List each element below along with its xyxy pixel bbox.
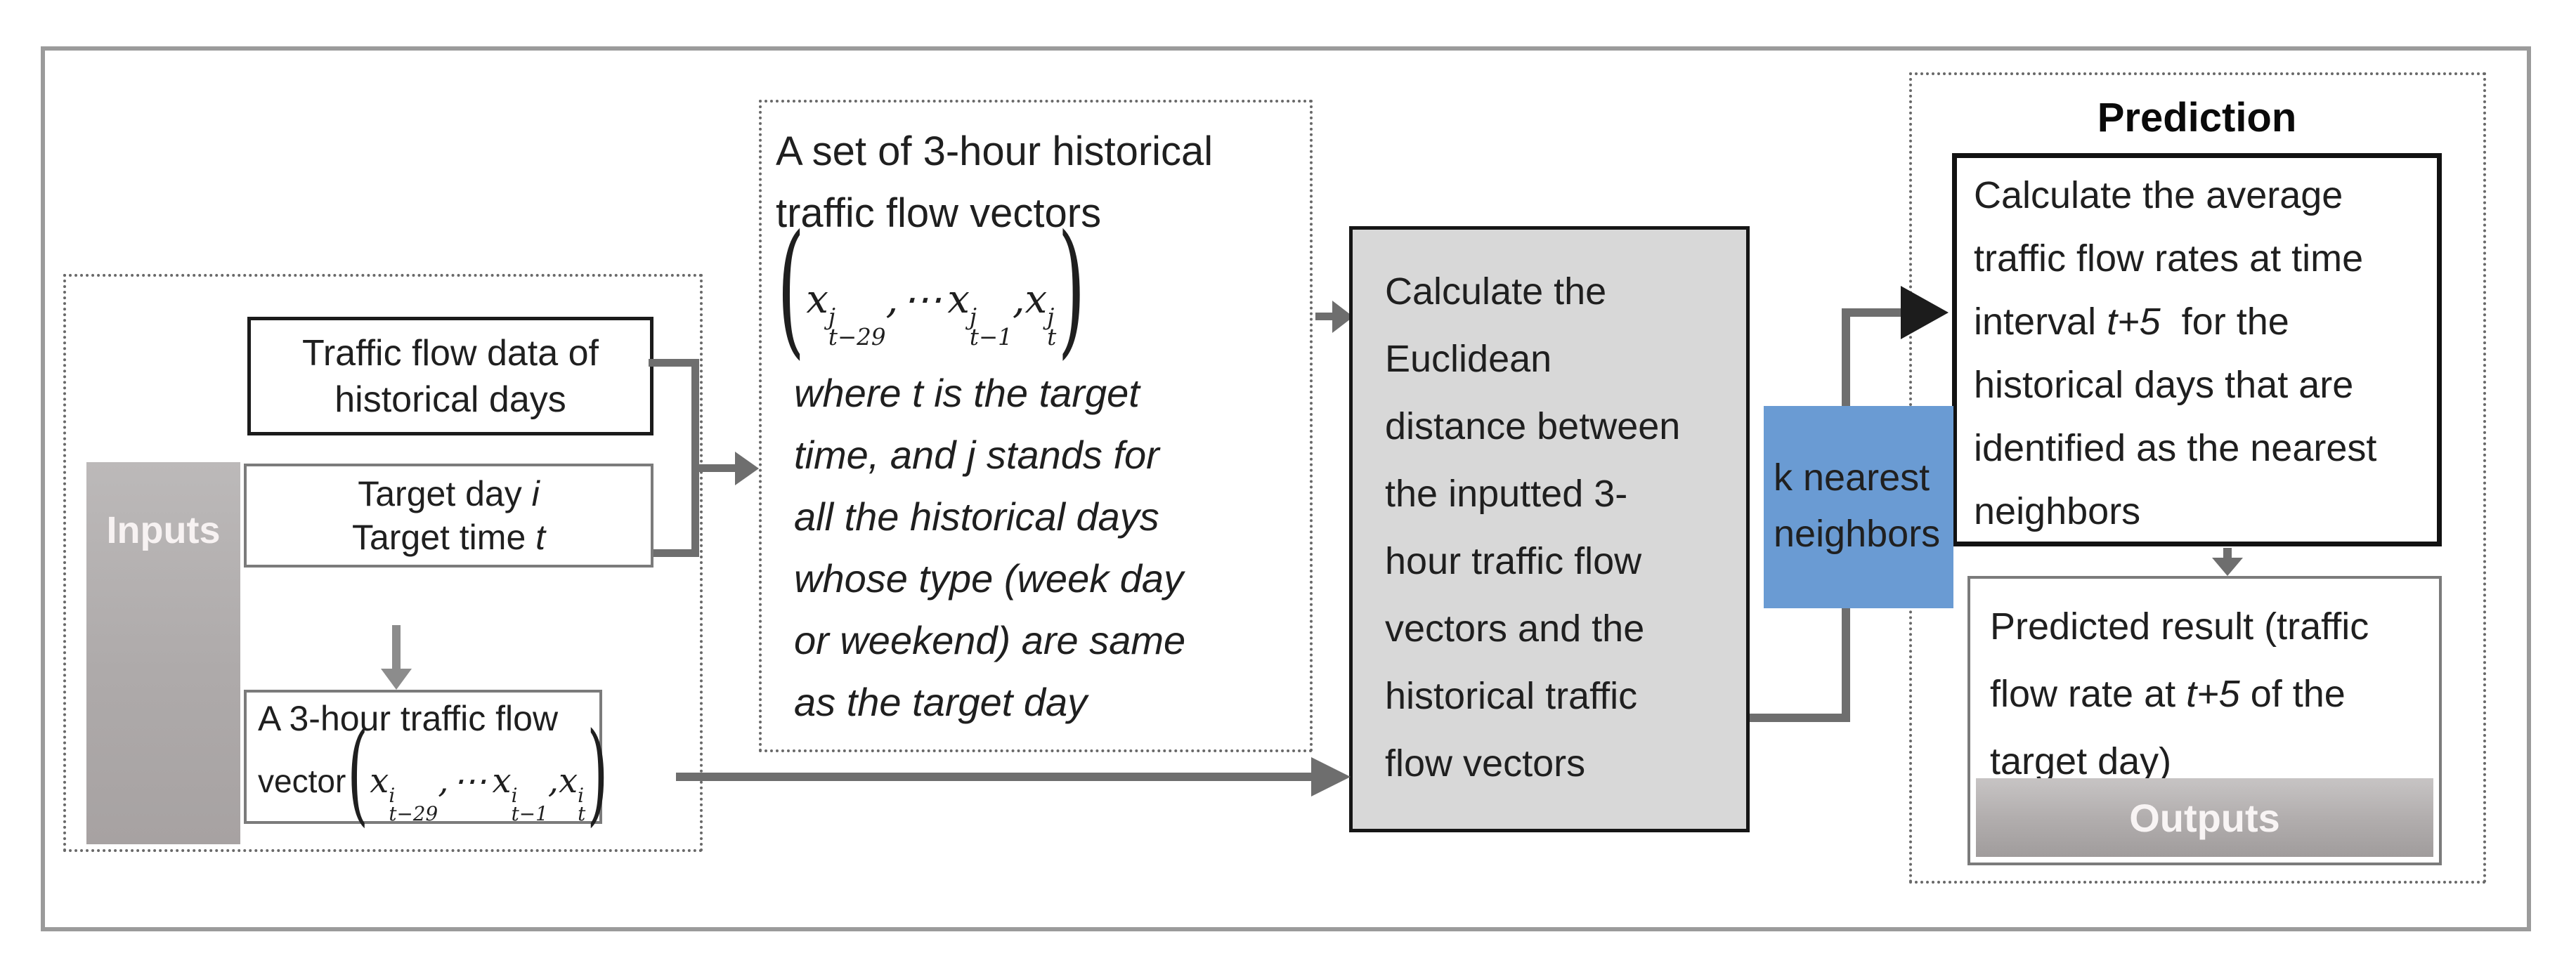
euclid-line: Euclidean <box>1385 338 1552 380</box>
euclid-line: Calculate the <box>1385 270 1607 313</box>
outer-frame <box>41 46 2531 931</box>
arrow-vector-to-euclid-head-icon <box>1311 757 1351 796</box>
euclid-line: distance between <box>1385 405 1681 447</box>
euclid-line: vectors and the <box>1385 608 1645 650</box>
arrow-down-head-icon <box>381 669 412 690</box>
result-line2: flow rate at t+5 of the <box>1990 673 2346 715</box>
note-line: as the target day <box>794 680 1088 724</box>
pred-line2: traffic flow rates at time <box>1974 237 2364 280</box>
connector-target-stub <box>653 549 699 557</box>
knn-line1: k nearest <box>1774 457 1930 499</box>
pred-line6: neighbors <box>1974 490 2141 532</box>
note-line: where t is the target <box>794 371 1140 415</box>
connector-vertical-bar <box>691 359 699 557</box>
euclid-line: historical traffic <box>1385 675 1638 717</box>
arrow-down-icon <box>392 625 401 669</box>
traffic-data-line2: historical days <box>334 379 566 420</box>
outputs-label: Outputs <box>2129 795 2280 840</box>
target-box: Target day i Target time t <box>244 464 653 568</box>
middle-line2: traffic flow vectors <box>776 190 1102 236</box>
elbow-bottom-segment <box>1750 714 1850 722</box>
traffic-data-line1: Traffic flow data of <box>302 332 599 374</box>
pred-line1: Calculate the average <box>1974 174 2343 216</box>
outputs-banner: Outputs <box>1976 778 2433 857</box>
note-line: whose type (week day <box>794 556 1184 601</box>
elbow-arrow-head-icon <box>1901 286 1949 339</box>
elbow-top-segment <box>1850 308 1902 317</box>
prediction-calc-box: Calculate the average traffic flow rates… <box>1952 153 2442 546</box>
prediction-title: Prediction <box>2097 95 2297 140</box>
arrow-to-middle-shaft <box>696 464 736 472</box>
knn-line2: neighbors <box>1774 513 1941 555</box>
arrow-middle-to-euclid-shaft <box>1315 313 1335 320</box>
pred-line4: historical days that are <box>1974 364 2354 406</box>
result-line3: target day) <box>1990 740 2172 782</box>
euclid-line: the inputted 3- <box>1385 473 1628 515</box>
euclid-line: hour traffic flow <box>1385 540 1642 582</box>
inputs-group-border <box>63 274 703 852</box>
traffic-data-box: Traffic flow data of historical days <box>247 317 653 435</box>
arrow-to-middle-head-icon <box>735 452 759 485</box>
pred-line5: identified as the nearest <box>1974 427 2377 469</box>
historical-vectors-box: A set of 3-hour historical traffic flow … <box>759 100 1313 752</box>
knn-box: k nearest neighbors <box>1764 406 1953 608</box>
inputs-label-box: Inputs <box>86 462 240 844</box>
connector-traffic-stub <box>649 359 699 367</box>
middle-notes: where t is the target time, and j stands… <box>776 362 1310 733</box>
note-line: time, and j stands for <box>794 433 1159 477</box>
arrow-pred-down-head-icon <box>2212 558 2243 576</box>
inputs-label: Inputs <box>106 509 221 551</box>
pred-line3: interval t+5 for the <box>1974 301 2289 343</box>
note-line: or weekend) are same <box>794 618 1186 662</box>
middle-line1: A set of 3-hour historical <box>776 129 1214 174</box>
result-line1: Predicted result (traffic <box>1990 605 2369 648</box>
note-line: all the historical days <box>794 494 1159 539</box>
euclidean-box: Calculate the Euclidean distance between… <box>1349 226 1750 832</box>
euclid-line: flow vectors <box>1385 742 1586 785</box>
target-line1: Target day i <box>358 474 540 513</box>
vector-line1: A 3-hour traffic flow <box>258 699 559 738</box>
arrow-pred-down-icon <box>2223 548 2232 558</box>
arrow-vector-to-euclid-shaft <box>676 773 1314 781</box>
target-line2: Target time t <box>351 518 546 557</box>
